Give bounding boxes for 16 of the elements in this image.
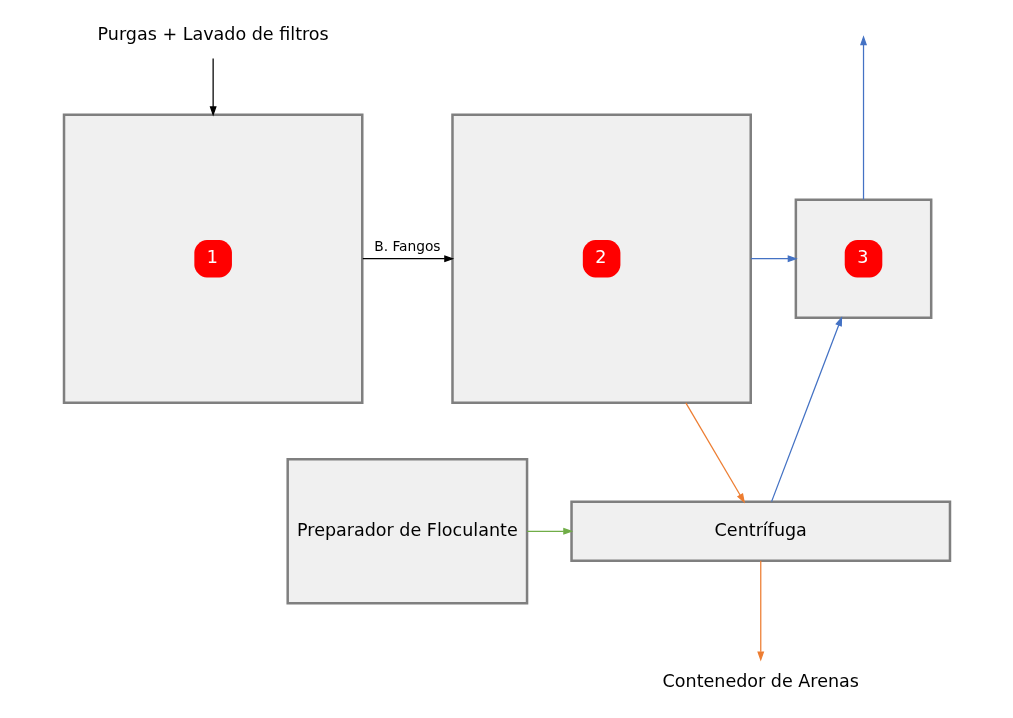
arrow — [526, 527, 573, 535]
node-box: Preparador de Floculante — [285, 458, 528, 605]
arrow — [209, 57, 217, 117]
node-box: Centrífuga — [569, 500, 951, 562]
arrow — [770, 316, 842, 503]
arrow — [749, 255, 798, 263]
arrow — [756, 560, 764, 662]
node-text: Contenedor de Arenas — [662, 670, 859, 691]
node-box: 1 — [62, 113, 363, 405]
node-text: Purgas + Lavado de filtros — [97, 24, 329, 45]
node-box: 3 — [794, 198, 932, 319]
arrow — [684, 402, 745, 504]
arrow — [859, 35, 867, 201]
edge-label: B. Fangos — [373, 237, 441, 254]
arrow — [361, 255, 454, 263]
node-box: 2 — [450, 113, 752, 405]
